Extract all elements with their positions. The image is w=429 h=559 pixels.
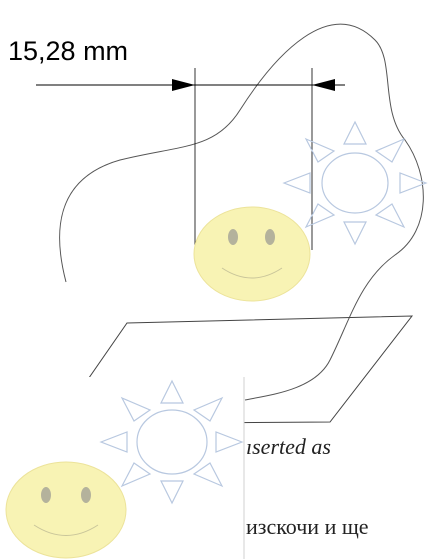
sun-shape-bottom[interactable] xyxy=(99,379,244,505)
document-text-line-2: изскочи и ще xyxy=(246,514,369,539)
document-text-line-1: ıserted as xyxy=(246,434,331,459)
dimension-arrow-left-icon xyxy=(172,79,195,91)
dimension-line[interactable] xyxy=(36,68,345,250)
smiley-shape-bottom[interactable] xyxy=(5,461,127,559)
smiley-shape-top[interactable] xyxy=(193,206,311,302)
dimension-arrow-right-icon xyxy=(312,79,335,91)
freeform-curve[interactable] xyxy=(59,23,424,401)
sun-shape-top[interactable] xyxy=(282,120,428,246)
dimension-label: 15,28 mm xyxy=(8,36,129,66)
